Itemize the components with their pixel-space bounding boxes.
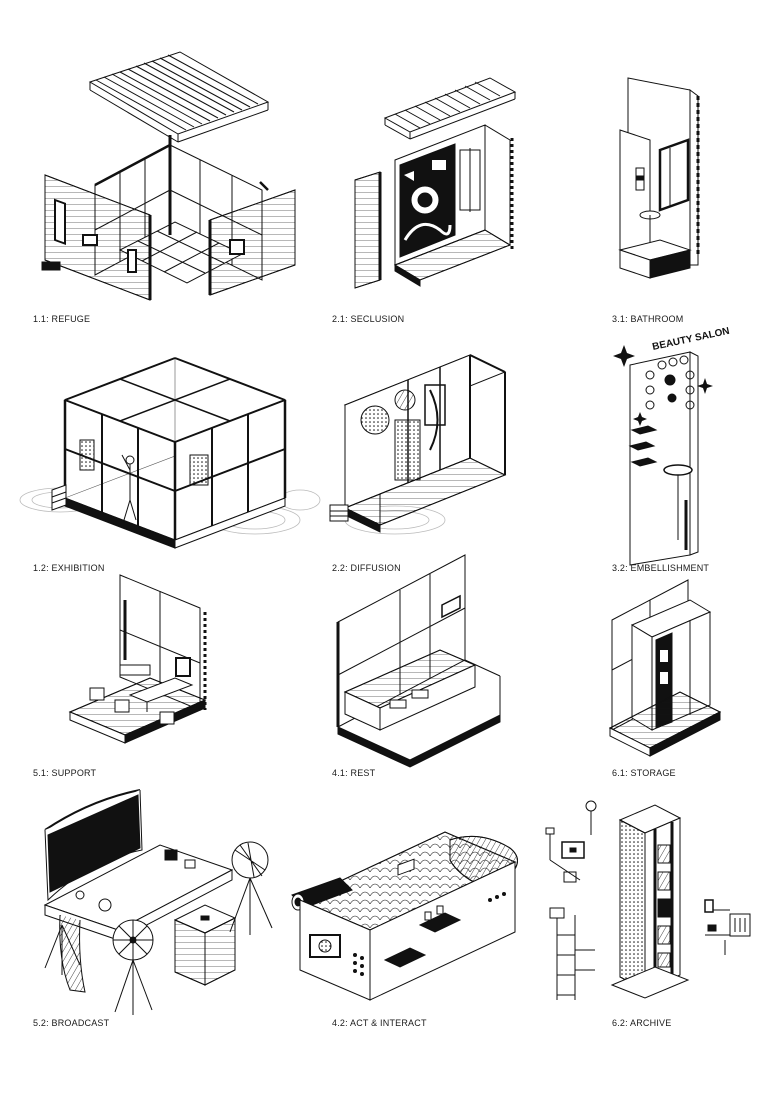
drawing-refuge: [41, 51, 296, 301]
drawing-archive: [545, 800, 751, 1000]
refuge-right-wall: [208, 189, 296, 296]
caption-act-interact: 4.2: ACT & INTERACT: [332, 1018, 427, 1028]
embellishment-stars: [613, 345, 713, 426]
caption-exhibition: 1.2: EXHIBITION: [33, 563, 105, 573]
act-dot-panel: [353, 892, 506, 976]
caption-broadcast: 5.2: BROADCAST: [33, 1018, 110, 1028]
drawing-storage: [608, 579, 722, 757]
drawing-embellishment: BEAUTY SALON: [613, 326, 731, 566]
drawing-support: [68, 574, 207, 744]
embellishment-sign: BEAUTY SALON: [651, 326, 730, 353]
drawing-diffusion: [329, 354, 507, 535]
embellishment-shelves: [628, 425, 658, 467]
drawing-exhibition: [19, 357, 321, 549]
broadcast-spot-light: [229, 841, 273, 935]
embellishment-bulbs: [645, 355, 695, 410]
archive-network-right: [704, 899, 751, 955]
drawing-seclusion: [354, 77, 517, 289]
broadcast-fan-light: [112, 919, 154, 1015]
drawing-act-interact: [291, 831, 518, 1001]
drawing-rest: [336, 554, 501, 768]
refuge-left-wall: [41, 174, 152, 301]
seclusion-mural: [399, 143, 456, 258]
seclusion-left-wall: [354, 171, 382, 289]
caption-support: 5.1: SUPPORT: [33, 768, 97, 778]
caption-embellishment: 3.2: EMBELLISHMENT: [612, 563, 710, 573]
archive-network-left: [545, 800, 597, 1000]
caption-storage: 6.1: STORAGE: [612, 768, 676, 778]
exhibition-figure: [121, 454, 137, 521]
caption-refuge: 1.1: REFUGE: [33, 314, 91, 324]
caption-bathroom: 3.1: BATHROOM: [612, 314, 684, 324]
refuge-roof: [88, 51, 270, 143]
broadcast-cube: [173, 904, 237, 986]
archive-shelves: [657, 844, 671, 968]
caption-seclusion: 2.1: SECLUSION: [332, 314, 405, 324]
caption-diffusion: 2.2: DIFFUSION: [332, 563, 401, 573]
drawing-bathroom: [618, 77, 700, 279]
drawing-broadcast: [43, 789, 273, 1015]
caption-archive: 6.2: ARCHIVE: [612, 1018, 672, 1028]
caption-rest: 4.1: REST: [332, 768, 376, 778]
seclusion-roof: [383, 77, 517, 140]
